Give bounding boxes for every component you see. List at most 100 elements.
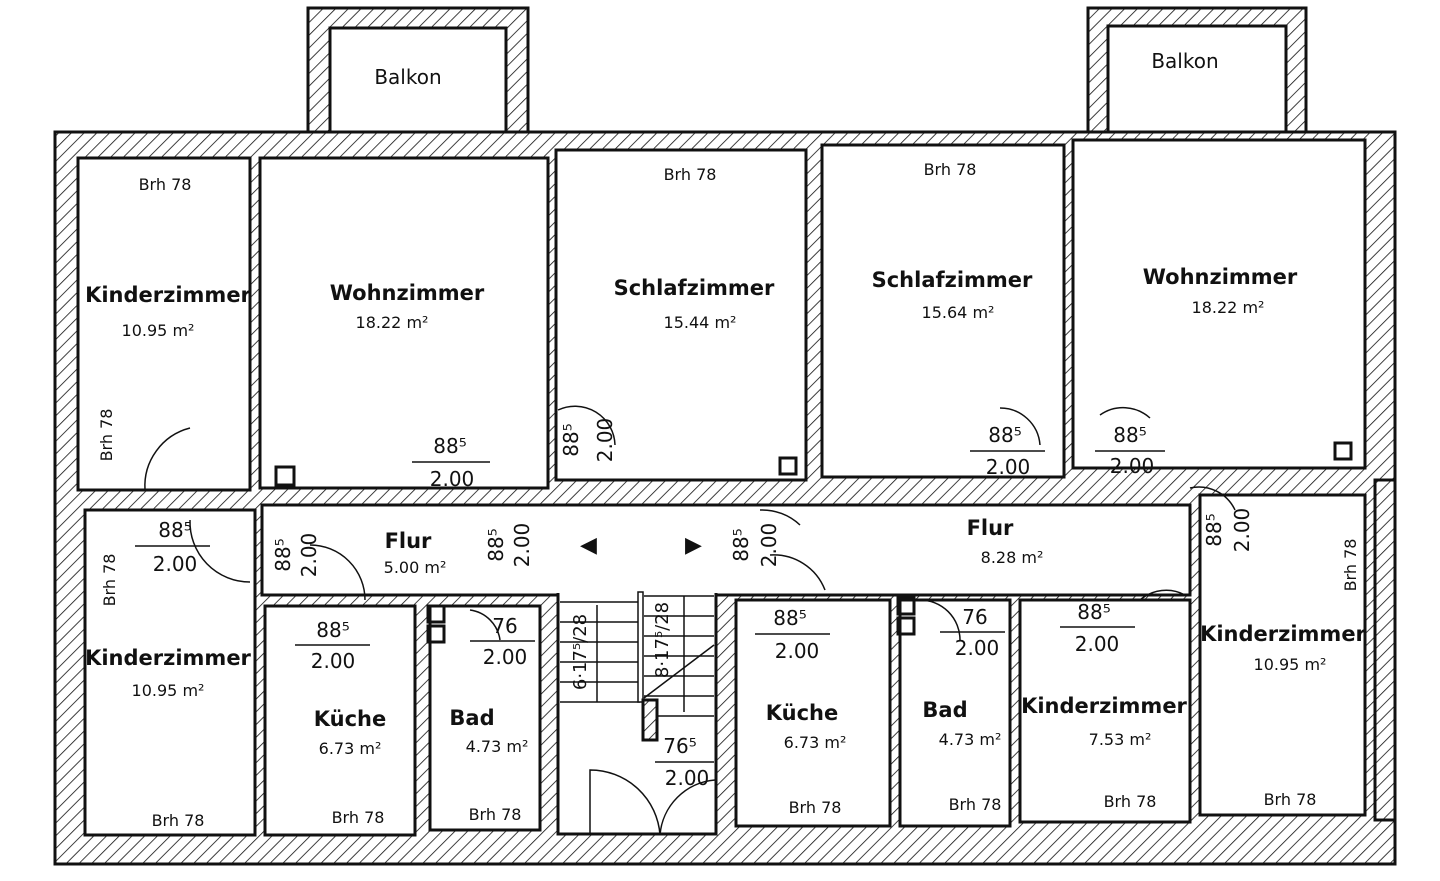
door-dimension: 88⁵ 2.00 (412, 434, 490, 491)
room-kueche-2 (734, 598, 892, 828)
room-schlafzimmer-2 (820, 143, 1066, 479)
room-area: 10.95 m² (122, 321, 195, 340)
door-dimension: 88⁵ 2.00 (1095, 423, 1165, 478)
svg-text:2.00: 2.00 (757, 523, 781, 568)
room-area: 10.95 m² (1254, 655, 1327, 674)
room-kinderzimmer-4 (1198, 493, 1367, 817)
door-dimension: 762.00 (940, 605, 1005, 660)
sill-height: Brh 78 (924, 160, 977, 179)
sill-height: Brh 78 (332, 808, 385, 827)
room-name: Wohnzimmer (1143, 265, 1298, 289)
hall-area: 5.00 m² (384, 558, 447, 577)
room-name: Kinderzimmer (1200, 622, 1366, 646)
balcony-label: Balkon (1151, 49, 1218, 73)
room-kinderzimmer-1 (76, 156, 252, 492)
svg-text:2.00: 2.00 (1110, 454, 1155, 478)
stairs-flight-2: 8·17⁵/28 (652, 602, 673, 678)
chimney-icon (274, 441, 1353, 644)
sill-height: Brh 78 (1341, 539, 1360, 592)
balcony-left (306, 6, 530, 142)
room-schlafzimmer-1 (554, 148, 808, 482)
arrow-left-icon: ◀ (580, 533, 597, 558)
room-name: Küche (766, 701, 839, 725)
svg-text:88⁵: 88⁵ (484, 528, 508, 561)
svg-text:2.00: 2.00 (593, 418, 617, 463)
svg-text:88⁵: 88⁵ (271, 538, 295, 571)
room-bad-2 (898, 598, 1012, 828)
sill-height: Brh 78 (469, 805, 522, 824)
svg-text:88⁵: 88⁵ (1077, 600, 1110, 624)
svg-text:88⁵: 88⁵ (729, 528, 753, 561)
svg-text:88⁵: 88⁵ (316, 618, 349, 642)
room-area: 15.64 m² (922, 303, 995, 322)
stairs-flight-1: 6·17⁵/28 (570, 614, 591, 690)
svg-text:2.00: 2.00 (955, 636, 1000, 660)
stairs (560, 591, 715, 742)
door-dimension: 88⁵ 2.00 (755, 606, 830, 663)
svg-text:88⁵: 88⁵ (559, 423, 583, 456)
sill-height: Brh 78 (949, 795, 1002, 814)
sill-height: Brh 78 (1264, 790, 1317, 809)
room-kueche-1 (263, 604, 417, 837)
svg-text:2.00: 2.00 (430, 467, 475, 491)
hall-area: 8.28 m² (981, 548, 1044, 567)
room-name: Bad (922, 698, 967, 722)
sill-height: Brh 78 (664, 165, 717, 184)
svg-text:2.00: 2.00 (665, 766, 710, 790)
svg-text:2.00: 2.00 (483, 645, 528, 669)
svg-text:2.00: 2.00 (153, 552, 198, 576)
room-kinderzimmer-2 (83, 508, 257, 837)
sill-height: Brh 78 (139, 175, 192, 194)
door-dimension: 762.00 (470, 614, 535, 669)
balcony-label: Balkon (374, 65, 441, 89)
svg-text:88⁵: 88⁵ (1202, 513, 1226, 546)
room-wohnzimmer-2 (1071, 138, 1367, 470)
svg-text:76⁵: 76⁵ (663, 734, 696, 758)
door-dimension: 88⁵ 2.00 (970, 423, 1045, 479)
room-name: Schlafzimmer (614, 276, 775, 300)
sill-height: Brh 78 (97, 409, 116, 462)
sill-height: Brh 78 (100, 554, 119, 607)
svg-text:2.00: 2.00 (986, 455, 1031, 479)
sill-height: Brh 78 (789, 798, 842, 817)
room-area: 6.73 m² (319, 739, 382, 758)
room-name: Kinderzimmer (85, 283, 251, 307)
door-dimension: 76⁵ 2.00 (655, 734, 714, 790)
sill-height: Brh 78 (1104, 792, 1157, 811)
svg-text:2.00: 2.00 (775, 639, 820, 663)
room-area: 4.73 m² (466, 737, 529, 756)
room-name: Kinderzimmer (85, 646, 251, 670)
svg-text:88⁵: 88⁵ (988, 423, 1021, 447)
room-name: Bad (449, 706, 494, 730)
room-name: Küche (314, 707, 387, 731)
door-dimension: 88⁵ 2.00 (559, 418, 617, 463)
room-area: 18.22 m² (1192, 298, 1265, 317)
room-name: Schlafzimmer (872, 268, 1033, 292)
door-dimension: 88⁵ 2.00 (135, 518, 210, 576)
door-dimension: 88⁵ 2.00 (295, 618, 370, 673)
room-name: Wohnzimmer (330, 281, 485, 305)
room-kinderzimmer-3 (1018, 598, 1192, 824)
svg-text:88⁵: 88⁵ (433, 434, 466, 458)
svg-text:76: 76 (962, 605, 987, 629)
room-area: 15.44 m² (664, 313, 737, 332)
room-area: 18.22 m² (356, 313, 429, 332)
svg-text:2.00: 2.00 (311, 649, 356, 673)
hall-name: Flur (385, 529, 432, 553)
svg-text:88⁵: 88⁵ (1113, 423, 1146, 447)
svg-text:88⁵: 88⁵ (158, 518, 191, 542)
room-wohnzimmer-1 (258, 156, 550, 490)
svg-text:88⁵: 88⁵ (773, 606, 806, 630)
sill-height: Brh 78 (152, 811, 205, 830)
svg-text:76: 76 (492, 614, 517, 638)
room-area: 7.53 m² (1089, 730, 1152, 749)
door-swings (144, 405, 1236, 836)
hall-name: Flur (967, 516, 1014, 540)
room-bad-1 (428, 604, 542, 832)
